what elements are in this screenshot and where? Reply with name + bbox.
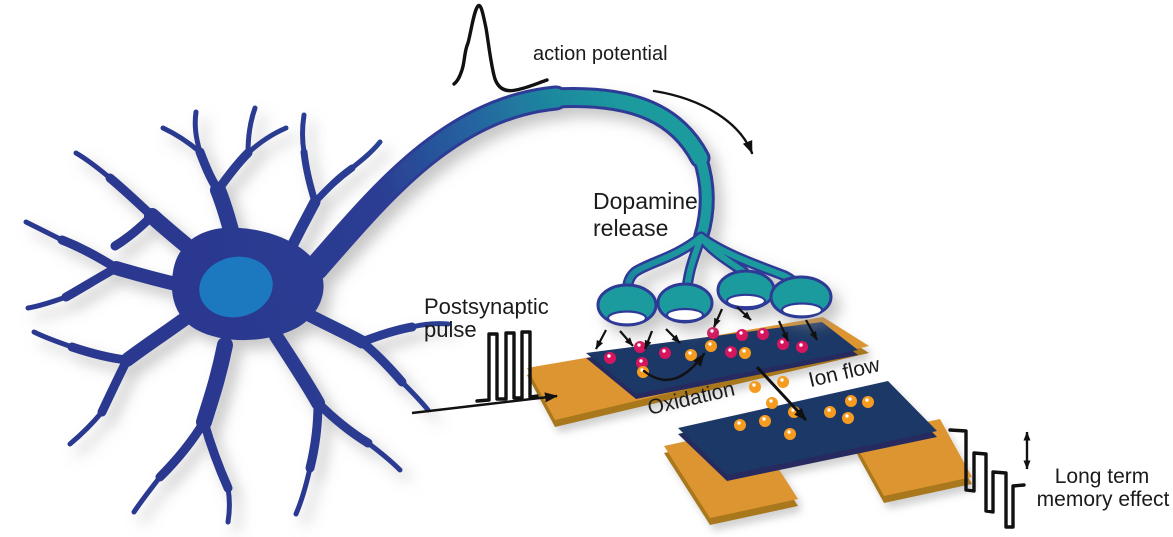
release-arrow bbox=[712, 308, 724, 328]
action-potential-label: action potential bbox=[533, 43, 668, 65]
bouton-opening bbox=[725, 293, 767, 309]
bouton-opening bbox=[606, 310, 648, 326]
bottom-electrode bbox=[664, 381, 972, 525]
ion-molecule bbox=[759, 415, 771, 427]
dopamine-molecule bbox=[634, 341, 646, 353]
release-arrow bbox=[665, 328, 681, 344]
dopamine-release-label-line2: release bbox=[593, 215, 668, 241]
long-term-memory-label-line1: Long term bbox=[1055, 465, 1150, 488]
axon bbox=[303, 85, 715, 281]
ion-molecule bbox=[845, 395, 857, 407]
release-arrow bbox=[619, 330, 634, 347]
ion-molecule bbox=[739, 347, 751, 359]
dopamine-molecule bbox=[736, 329, 748, 341]
bouton-opening bbox=[780, 302, 824, 318]
dopamine-molecule bbox=[659, 347, 671, 359]
release-arrow bbox=[805, 319, 818, 341]
ion-molecule bbox=[784, 428, 796, 440]
ion-molecule bbox=[685, 349, 697, 361]
synaptic-terminals bbox=[596, 231, 833, 327]
dopamine-molecule bbox=[636, 357, 648, 369]
neuron bbox=[23, 85, 833, 525]
dopamine-molecule bbox=[725, 346, 737, 358]
release-arrow bbox=[736, 306, 752, 321]
ion-molecule bbox=[749, 381, 761, 393]
molecule-layer bbox=[604, 327, 874, 440]
action-potential-waveform bbox=[452, 3, 549, 93]
ion-molecule bbox=[734, 419, 746, 431]
postsynaptic-input-arrow bbox=[411, 392, 558, 415]
ion-molecule bbox=[842, 412, 854, 424]
memory-pulse-waveform bbox=[948, 428, 1026, 529]
postsynaptic-pulse-waveform bbox=[475, 330, 539, 403]
dopamine-release-label-line1: Dopamine bbox=[593, 188, 698, 214]
ion-molecule bbox=[777, 376, 789, 388]
postsynaptic-pulse-label-line1: Postsynaptic bbox=[424, 294, 549, 319]
ion-molecule bbox=[824, 406, 836, 418]
dopamine-molecule bbox=[757, 328, 769, 340]
long-term-memory-label-line2: memory effect bbox=[1037, 488, 1170, 511]
release-arrows bbox=[595, 306, 818, 350]
dopamine-molecule bbox=[707, 327, 719, 339]
dopamine-molecule bbox=[604, 352, 616, 364]
release-arrow bbox=[777, 320, 790, 342]
release-arrow bbox=[595, 329, 607, 350]
postsynaptic-pulse-label-line2: pulse bbox=[424, 317, 477, 342]
ion-molecule bbox=[862, 396, 874, 408]
dopamine-molecule bbox=[796, 341, 808, 353]
release-arrow bbox=[643, 330, 654, 350]
axon-direction-arrow bbox=[652, 89, 754, 155]
oxidation-arrow bbox=[642, 352, 706, 381]
ion-molecule bbox=[766, 397, 778, 409]
bouton-opening bbox=[665, 307, 705, 323]
ion-flow-arrow bbox=[755, 365, 808, 422]
ion-molecule bbox=[705, 340, 717, 352]
nucleus bbox=[199, 256, 273, 318]
